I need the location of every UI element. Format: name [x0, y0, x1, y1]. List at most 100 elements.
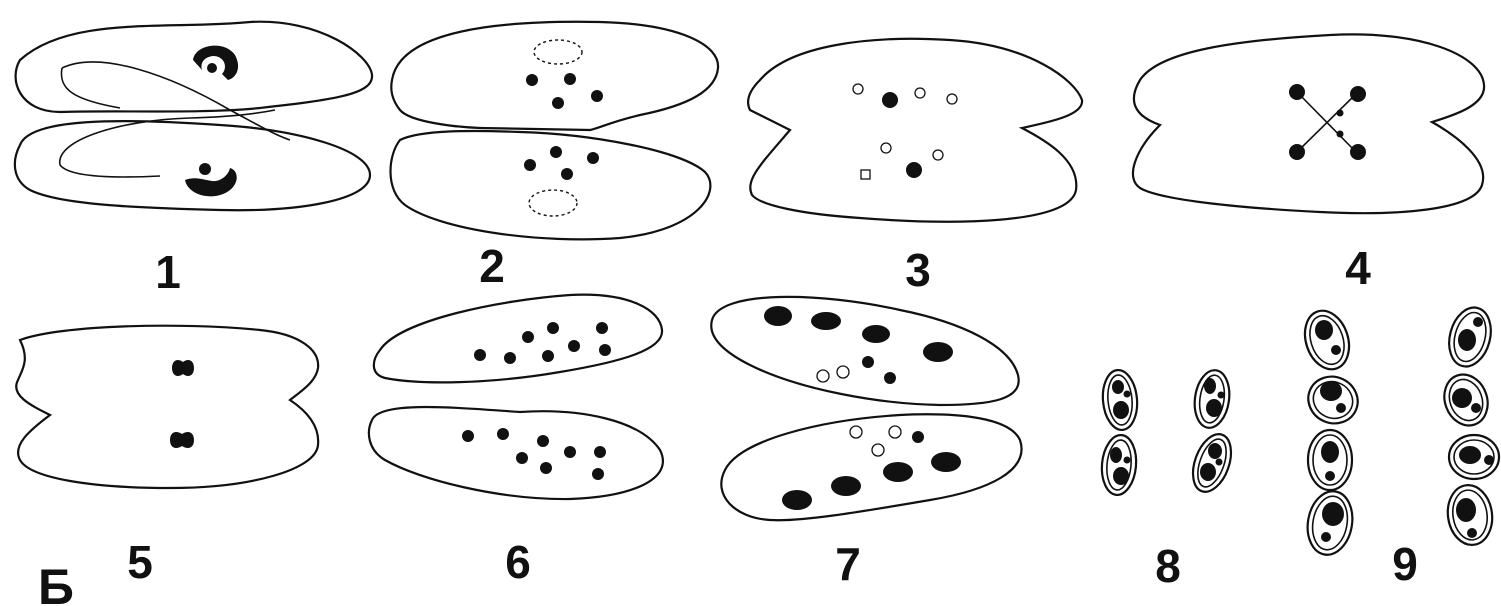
stage-2-micronucleus	[564, 73, 576, 85]
stage-2-degenerating-macronucleus-upper	[534, 40, 582, 64]
stage-5-cell-outline	[16, 326, 318, 488]
stage-7-macronucleus-anlage	[811, 312, 841, 330]
stage-6-cells	[369, 295, 663, 499]
stage-6-nucleus	[516, 452, 528, 464]
stage-6-lower-cell	[369, 407, 663, 499]
stage-6-upper-cell	[374, 295, 662, 383]
stage-8-cell	[1186, 429, 1238, 497]
stage-8-cell	[1191, 368, 1233, 430]
stage-9-cell	[1303, 488, 1357, 559]
stage-label-1: 1	[155, 246, 181, 298]
stage-7-macronucleus-anlage	[883, 462, 913, 482]
stage-3-micronucleus	[882, 92, 898, 108]
stage-label-6: 6	[505, 536, 531, 588]
stage-label-5: 5	[127, 536, 153, 588]
stage-7-macronucleus-anlage	[831, 476, 861, 496]
stage-6-nucleus	[504, 352, 516, 364]
stage-6-nucleus	[568, 340, 580, 352]
stage-1-oral-groove-d	[60, 165, 160, 177]
stage-9-cells	[1298, 303, 1499, 558]
stage-7-degenerating-nucleus	[850, 426, 862, 438]
stage-7-degenerating-nucleus	[837, 366, 849, 378]
stage-4-cell	[1133, 34, 1484, 213]
stage-6-nucleus	[599, 344, 611, 356]
stage-2-micronucleus	[591, 90, 603, 102]
stage-8-cell	[1100, 369, 1139, 432]
stage-6-nucleus	[497, 428, 509, 440]
stage-2-micronucleus	[526, 74, 538, 86]
stage-7-macronucleus-anlage	[764, 306, 792, 326]
stage-8-cells	[1099, 368, 1238, 497]
stage-3-degenerating-nucleus	[853, 84, 863, 94]
stage-3-micronucleus	[906, 162, 922, 178]
stage-1-oral-groove-c	[61, 68, 120, 108]
stage-9-cell	[1308, 430, 1352, 490]
stage-1-oral-groove-b	[60, 110, 275, 165]
stage-9-cell	[1449, 435, 1499, 479]
stage-7-micronucleus	[884, 372, 896, 384]
stage-3-degenerating-nucleus	[861, 170, 870, 179]
stage-7-degenerating-nucleus	[817, 370, 829, 382]
stage-6-nucleus	[474, 349, 486, 361]
stage-1-cells	[15, 22, 372, 211]
stage-label-7: 7	[835, 538, 861, 590]
stage-9-cell	[1301, 369, 1366, 432]
stage-3-cell	[748, 39, 1082, 222]
stage-4-micronucleus	[1289, 84, 1305, 100]
stage-2-micronucleus	[587, 152, 599, 164]
stage-5-nucleus-pair-upper	[172, 360, 194, 376]
stage-6-nucleus	[596, 322, 608, 334]
stage-label-4: 4	[1345, 242, 1371, 294]
stage-3-cell-outline	[748, 39, 1082, 222]
stage-7-upper-cell	[711, 297, 1018, 405]
stage-9-cell	[1443, 303, 1497, 371]
stage-1-crescent-macronucleus-lower	[185, 168, 237, 196]
stage-7-macronucleus-anlage	[923, 342, 953, 362]
stage-9-cell	[1437, 368, 1494, 431]
stage-6-nucleus	[564, 446, 576, 458]
stage-7-degenerating-nucleus	[889, 426, 901, 438]
stage-4-spindle-midpoint	[1337, 131, 1344, 138]
stage-9-cell	[1298, 305, 1356, 375]
stage-7-macronucleus-anlage	[931, 452, 961, 472]
panel-letter: Б	[38, 559, 74, 606]
stage-4-spindle-midpoint	[1337, 110, 1344, 117]
stage-6-nucleus	[462, 430, 474, 442]
stage-7-micronucleus	[862, 356, 874, 368]
stage-6-nucleus	[537, 435, 549, 447]
stage-4-micronucleus	[1350, 144, 1366, 160]
stage-1-lower-cell	[15, 121, 370, 210]
stage-4-mitotic-spindle	[1297, 92, 1356, 152]
stage-9-cell	[1444, 482, 1496, 548]
stage-4-cell-outline	[1133, 34, 1484, 213]
stage-6-nucleus	[547, 322, 559, 334]
stage-3-degenerating-nucleus	[915, 88, 925, 98]
stage-6-nucleus	[522, 331, 534, 343]
stage-3-degenerating-nucleus	[881, 143, 891, 153]
stage-3-degenerating-nucleus	[933, 150, 943, 160]
stage-label-8: 8	[1155, 540, 1181, 592]
stage-2-micronucleus	[550, 146, 562, 158]
stage-6-nucleus	[540, 462, 552, 474]
stage-6-nucleus	[542, 350, 554, 362]
stage-label-3: 3	[905, 244, 931, 296]
stage-2-micronucleus	[524, 159, 536, 171]
stage-5-cell	[16, 326, 318, 488]
stage-1-upper-cell	[16, 22, 373, 112]
stage-4-micronucleus	[1289, 144, 1305, 160]
stage-2-cells	[390, 22, 718, 240]
stage-6-nucleus	[592, 468, 604, 480]
stage-label-9: 9	[1392, 538, 1418, 590]
stage-3-degenerating-nucleus	[947, 94, 957, 104]
stage-2-micronucleus	[561, 168, 573, 180]
stage-6-nucleus	[594, 446, 606, 458]
stage-1-micronucleus-upper	[207, 63, 217, 73]
stage-1-crescent-macronucleus-upper	[193, 46, 238, 80]
stage-8-cell	[1099, 434, 1138, 497]
stage-1-micronucleus-lower	[199, 163, 211, 175]
stage-2-upper-cell	[391, 22, 718, 130]
stage-label-2: 2	[479, 240, 505, 292]
stage-7-lower-cell	[721, 414, 1021, 520]
stage-2-lower-cell	[390, 131, 710, 239]
